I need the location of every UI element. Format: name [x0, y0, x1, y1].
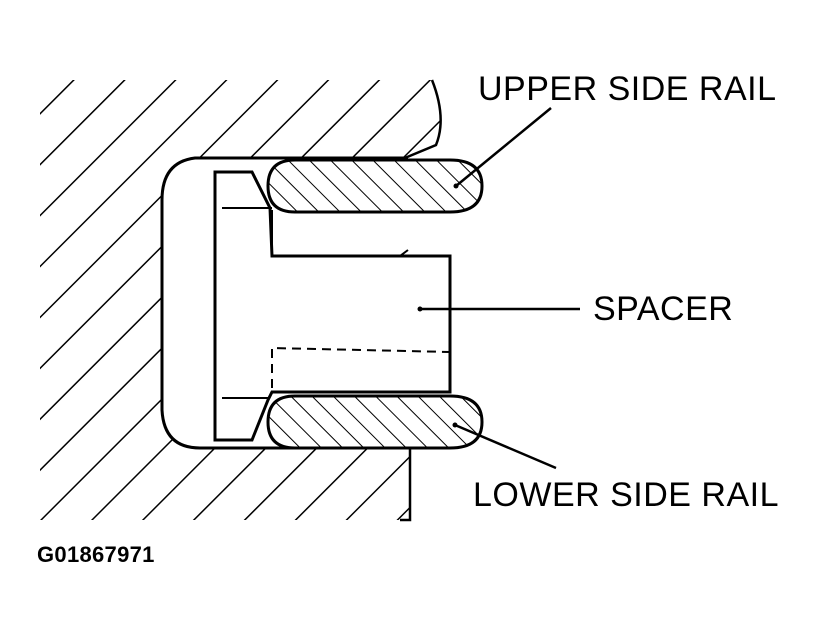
- spacer-label: SPACER: [593, 290, 734, 328]
- upper-rail-leader: [455, 107, 552, 187]
- lower-rail-leader: [454, 423, 557, 470]
- lower-side-rail: [266, 394, 484, 450]
- lower-side-rail-label: LOWER SIDE RAIL: [473, 476, 780, 514]
- upper-side-rail: [266, 158, 484, 214]
- figure-id: G01867971: [37, 542, 155, 567]
- leader-lines: [417, 107, 580, 470]
- spacer-part: [213, 170, 452, 442]
- upper-side-rail-label: UPPER SIDE RAIL: [478, 70, 777, 108]
